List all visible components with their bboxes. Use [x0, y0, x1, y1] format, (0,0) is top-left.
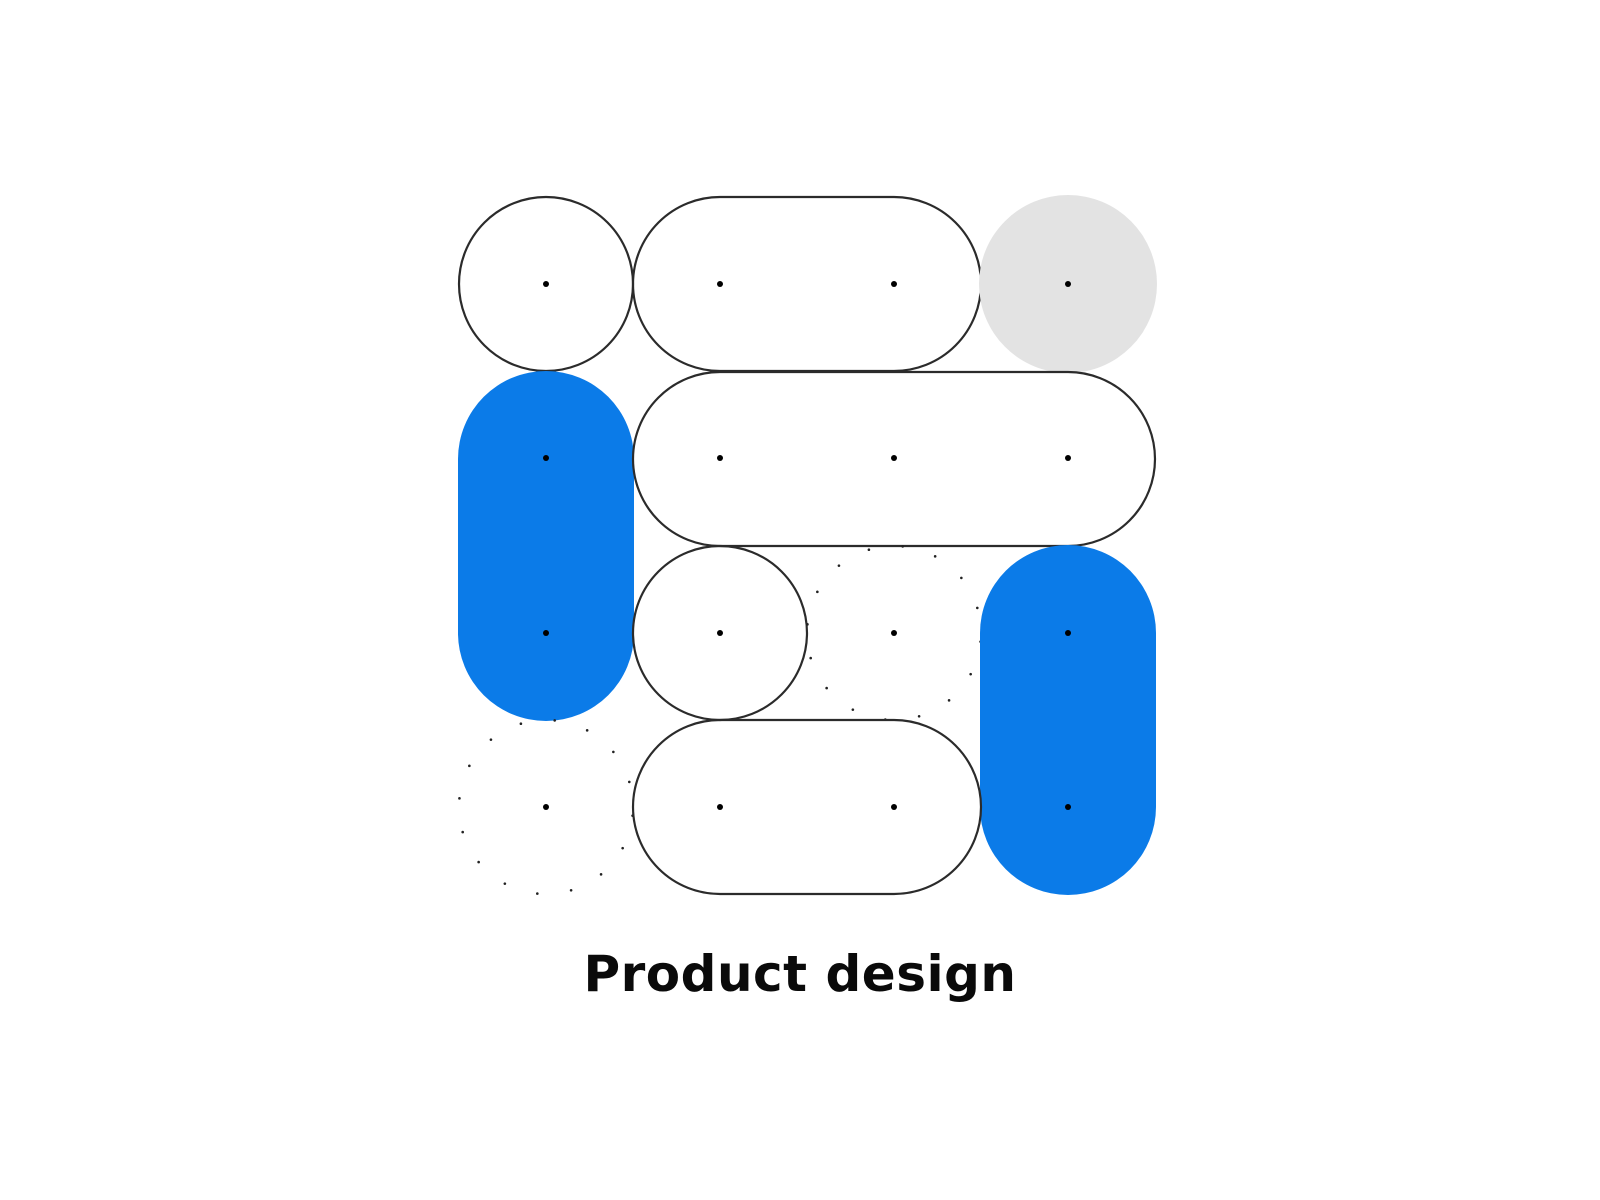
outline-pill — [631, 718, 983, 896]
small-dot — [458, 797, 461, 800]
center-dot — [543, 630, 549, 636]
small-dot — [503, 882, 507, 885]
center-dot — [717, 281, 723, 287]
small-dot — [867, 548, 871, 552]
center-dot — [891, 804, 897, 810]
small-dot — [599, 873, 603, 876]
center-dot — [717, 630, 723, 636]
small-dot — [975, 606, 979, 610]
small-dot — [461, 830, 465, 834]
grid-center-dots — [543, 281, 1071, 810]
small-dot — [612, 750, 615, 754]
center-dot — [717, 455, 723, 461]
center-dot — [1065, 630, 1071, 636]
small-dot — [536, 892, 539, 895]
center-dot — [1065, 281, 1071, 287]
small-dot — [933, 555, 937, 558]
small-dot — [816, 590, 819, 594]
small-dot — [468, 764, 471, 768]
small-dot — [917, 714, 921, 718]
small-dot — [553, 719, 556, 722]
dotted-circle — [458, 719, 634, 895]
center-dot — [543, 804, 549, 810]
center-dot — [891, 281, 897, 287]
small-dot — [825, 686, 828, 690]
blue-vertical-pill — [458, 371, 634, 721]
small-dot — [969, 672, 972, 676]
small-dot — [519, 722, 523, 726]
small-dot — [809, 656, 813, 660]
small-dot — [621, 846, 624, 850]
outline-pill — [631, 195, 983, 373]
center-dot — [543, 455, 549, 461]
small-dot — [627, 780, 631, 784]
small-dot — [585, 729, 589, 732]
outline-long-pill — [631, 370, 1157, 548]
center-dot — [891, 630, 897, 636]
small-dot — [837, 564, 841, 567]
center-dot — [891, 455, 897, 461]
center-dot — [543, 281, 549, 287]
small-dot — [806, 623, 809, 626]
small-dot — [569, 888, 573, 892]
center-dot — [717, 804, 723, 810]
blue-vertical-pill — [980, 545, 1156, 895]
small-dot — [489, 738, 493, 741]
small-dot — [477, 860, 480, 864]
small-dot — [851, 708, 855, 711]
small-dot — [960, 576, 963, 580]
center-dot — [1065, 804, 1071, 810]
caption-title: Product design — [583, 945, 1017, 1003]
small-dot — [947, 699, 951, 702]
center-dot — [1065, 455, 1071, 461]
small-dot — [901, 545, 904, 548]
